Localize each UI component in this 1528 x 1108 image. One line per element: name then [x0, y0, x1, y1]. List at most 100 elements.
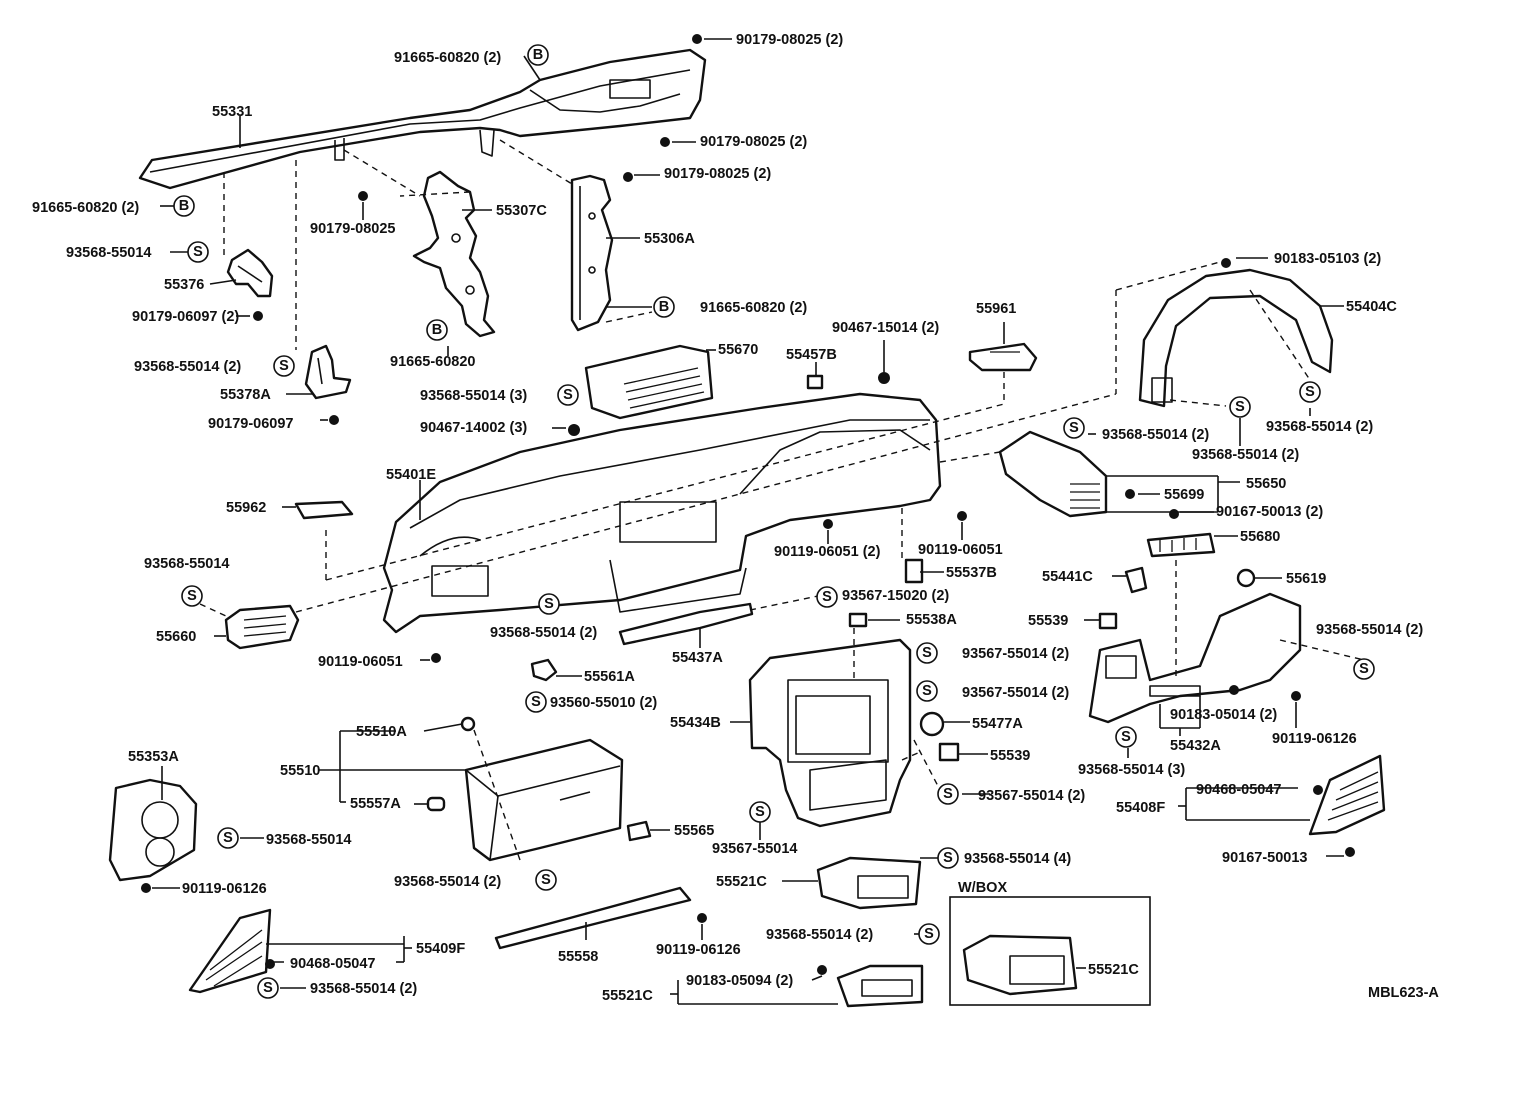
svg-text:S: S: [563, 387, 573, 403]
label-93567-15020-2: 93567-15020 (2): [842, 588, 949, 604]
part-55401E-instrument-panel: [382, 392, 942, 634]
part-55670-center-vent: [584, 344, 714, 420]
part-55521C-lower-box: [836, 964, 924, 1008]
label-55660: 55660: [156, 629, 196, 645]
symbol-s-6: S: [1063, 417, 1085, 439]
svg-text:B: B: [432, 322, 442, 338]
symbol-s-19: S: [535, 869, 557, 891]
part-55521C-wbox: [962, 934, 1078, 996]
symbol-s-14: S: [1115, 726, 1137, 748]
label-55521C-b: 55521C: [602, 988, 653, 1004]
fasteners: [141, 34, 1355, 975]
symbol-b-1: B: [527, 44, 549, 66]
part-55457B-clip: [806, 374, 824, 390]
part-55432A-lower-panel: [1088, 592, 1302, 724]
svg-text:S: S: [541, 872, 551, 888]
symbol-s-20: S: [918, 923, 940, 945]
label-90467-15014-2: 90467-15014 (2): [832, 320, 939, 336]
label-55557A: 55557A: [350, 796, 401, 812]
symbol-b-3: B: [653, 296, 675, 318]
label-91665-60820-2-left: 91665-60820 (2): [32, 200, 139, 216]
label-diagram-code: MBL623-A: [1368, 985, 1439, 1001]
label-91665-60820-2-mid: 91665-60820 (2): [700, 300, 807, 316]
symbol-s-4: S: [1299, 381, 1321, 403]
label-55961: 55961: [976, 301, 1016, 317]
label-93568-55014-a: 93568-55014: [66, 245, 151, 261]
symbol-s-21: S: [257, 977, 279, 999]
symbol-s-2: S: [273, 355, 295, 377]
circled-symbols: B B B B S S S S S S S S S S S S S S S S …: [173, 44, 1375, 999]
label-93567-55014: 93567-55014: [712, 841, 797, 857]
part-55331-beam: [138, 48, 707, 190]
label-55539-b: 55539: [990, 748, 1030, 764]
symbol-s-10: S: [916, 642, 938, 664]
label-90183-05094-2: 90183-05094 (2): [686, 973, 793, 989]
part-55539-clip-b: [938, 742, 960, 762]
label-90119-06126-b: 90119-06126: [182, 881, 267, 897]
label-55306A: 55306A: [644, 231, 695, 247]
label-90183-05014-2: 90183-05014 (2): [1170, 707, 1277, 723]
label-90119-06051-a: 90119-06051: [918, 542, 1003, 558]
wbox-frame: [949, 896, 1151, 1006]
part-55538A-clip: [848, 612, 868, 628]
label-55619: 55619: [1286, 571, 1326, 587]
symbol-s-8: S: [816, 586, 838, 608]
label-90183-05103-2: 90183-05103 (2): [1274, 251, 1381, 267]
svg-text:S: S: [223, 830, 233, 846]
label-93568-55014-2-g: 93568-55014 (2): [394, 874, 501, 890]
label-93567-55014-2-a: 93567-55014 (2): [962, 646, 1069, 662]
label-55477A: 55477A: [972, 716, 1023, 732]
symbol-s-12: S: [916, 680, 938, 702]
label-55441C: 55441C: [1042, 569, 1093, 585]
svg-text:S: S: [279, 358, 289, 374]
label-93568-55014-c: 93568-55014: [266, 832, 351, 848]
symbol-s-9: S: [538, 593, 560, 615]
label-93568-55014-2-c: 93568-55014 (2): [1102, 427, 1209, 443]
part-55510A-clip: [460, 716, 476, 732]
label-90179-06097: 90179-06097: [208, 416, 293, 432]
label-93568-55014-4: 93568-55014 (4): [964, 851, 1071, 867]
svg-text:S: S: [1235, 399, 1245, 415]
label-93568-55014-2-a: 93568-55014 (2): [134, 359, 241, 375]
symbol-s-13: S: [525, 691, 547, 713]
label-55539-a: 55539: [1028, 613, 1068, 629]
part-55565-striker: [626, 820, 652, 842]
label-55437A: 55437A: [672, 650, 723, 666]
label-90179-08025-2-a: 90179-08025 (2): [736, 32, 843, 48]
part-55557A-damper: [426, 796, 446, 812]
label-55962: 55962: [226, 500, 266, 516]
label-90179-06097-2: 90179-06097 (2): [132, 309, 239, 325]
label-55408F: 55408F: [1116, 800, 1165, 816]
label-91665-60820: 91665-60820: [390, 354, 475, 370]
part-55521C-box: [816, 856, 922, 910]
part-55437A-bracket: [618, 602, 754, 646]
label-55378A: 55378A: [220, 387, 271, 403]
part-55558-reinforcement: [494, 886, 692, 950]
label-55565: 55565: [674, 823, 714, 839]
svg-text:S: S: [924, 926, 934, 942]
label-90167-50013: 90167-50013: [1222, 850, 1307, 866]
part-55307C-bracket: [412, 170, 496, 338]
label-90119-06051-2: 90119-06051 (2): [774, 544, 881, 560]
label-93568-55014-3-b: 93568-55014 (3): [1078, 762, 1185, 778]
label-55331: 55331: [212, 104, 252, 120]
svg-text:S: S: [531, 694, 541, 710]
label-55558: 55558: [558, 949, 598, 965]
part-55680-switch: [1146, 532, 1216, 558]
label-90468-05047-b: 90468-05047: [290, 956, 375, 972]
label-wbox: W/BOX: [958, 880, 1007, 896]
label-55680: 55680: [1240, 529, 1280, 545]
svg-text:S: S: [943, 850, 953, 866]
label-55353A: 55353A: [128, 749, 179, 765]
label-93568-55014-2-b: 93568-55014 (2): [1266, 419, 1373, 435]
label-90119-06126-c: 90119-06126: [656, 942, 741, 958]
label-90119-06126-a: 90119-06126: [1272, 731, 1357, 747]
label-90179-08025: 90179-08025: [310, 221, 395, 237]
label-93568-55014-b: 93568-55014: [144, 556, 229, 572]
label-90167-50013-2: 90167-50013 (2): [1216, 504, 1323, 520]
label-55307C: 55307C: [496, 203, 547, 219]
svg-text:S: S: [263, 980, 273, 996]
part-55353A-left-panel: [108, 778, 198, 882]
label-55521C-a: 55521C: [716, 874, 767, 890]
